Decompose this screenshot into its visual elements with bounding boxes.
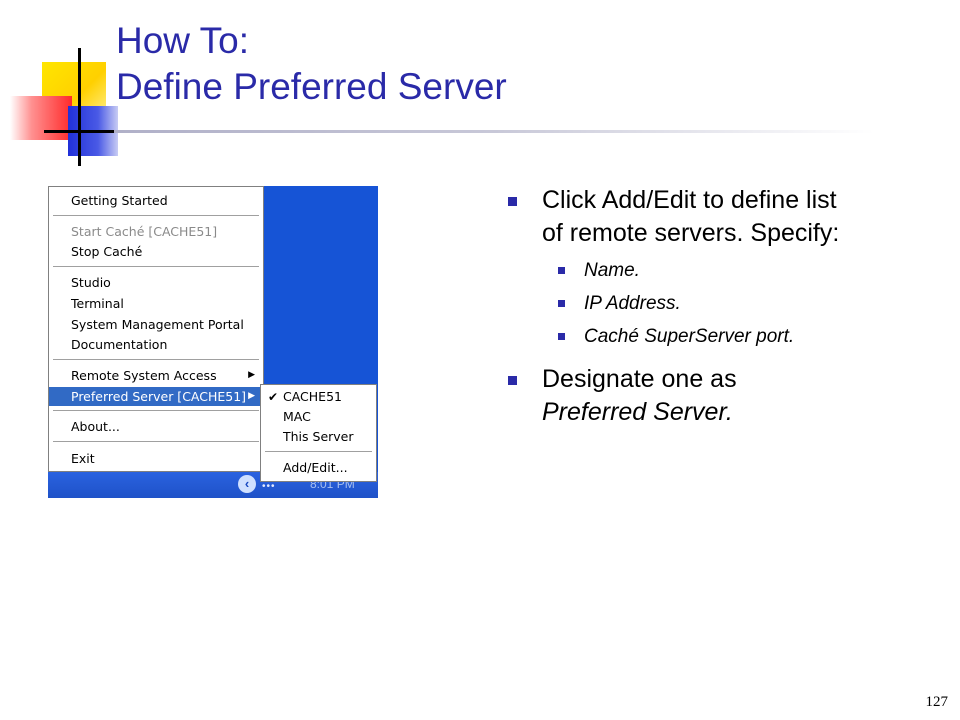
tray-cube-icon[interactable]: •••: [262, 481, 276, 492]
vertical-line-shape: [78, 48, 81, 166]
bullet-square-icon: [508, 376, 517, 385]
menu-separator: [53, 410, 259, 411]
checkmark-icon: ✔: [268, 390, 279, 404]
submenu-arrow-icon: ▶: [248, 391, 255, 401]
submenu-item-label: CACHE51: [283, 389, 342, 404]
menu-separator: [53, 215, 259, 216]
sub-bullet-text: Name.: [584, 260, 640, 281]
bullet-list: Click Add/Edit to define list of remote …: [504, 184, 944, 429]
submenu-item-label: This Server: [283, 429, 354, 444]
menu-item-start-cache[interactable]: Start Caché [CACHE51]: [49, 222, 263, 241]
menu-item-label: Getting Started: [71, 193, 168, 208]
slide-title-line2: Define Preferred Server: [116, 66, 507, 107]
submenu-item-label: MAC: [283, 409, 311, 424]
menu-item-exit[interactable]: Exit: [49, 449, 263, 468]
menu-item-label: System Management Portal: [71, 317, 244, 332]
submenu-item-cache51[interactable]: ✔ CACHE51: [261, 387, 376, 407]
menu-item-getting-started[interactable]: Getting Started: [49, 191, 263, 210]
submenu-item-this-server[interactable]: This Server: [261, 427, 376, 447]
bullet-square-icon: [558, 267, 565, 274]
menu-item-label: Preferred Server [CACHE51]: [71, 389, 247, 404]
bullet-text-italic: Preferred Server.: [542, 398, 733, 426]
submenu-item-label: Add/Edit...: [283, 460, 348, 475]
bullet-designate: Designate one as Preferred Server.: [504, 363, 944, 429]
sub-bullet-text: Caché SuperServer port.: [584, 326, 795, 347]
decorative-logo: [0, 0, 140, 170]
tray-expand-icon[interactable]: ‹: [238, 475, 256, 493]
title-divider: [114, 130, 874, 133]
menu-item-management-portal[interactable]: System Management Portal: [49, 315, 263, 334]
submenu-arrow-icon: ▶: [248, 370, 255, 380]
menu-screenshot: ‹ ••• 8:01 PM Getting Started Start Cach…: [48, 186, 378, 498]
menu-separator: [53, 441, 259, 442]
menu-item-remote-system-access[interactable]: Remote System Access ▶: [49, 366, 263, 385]
bullet-square-icon: [558, 300, 565, 307]
menu-item-label: Terminal: [71, 296, 124, 311]
submenu-item-mac[interactable]: MAC: [261, 407, 376, 427]
bullet-add-edit: Click Add/Edit to define list of remote …: [504, 184, 944, 250]
menu-item-terminal[interactable]: Terminal: [49, 294, 263, 313]
preferred-server-submenu: ✔ CACHE51 MAC This Server Add/Edit...: [260, 384, 377, 482]
slide-title: How To: Define Preferred Server: [116, 18, 507, 110]
sub-bullet-ip: IP Address.: [504, 291, 944, 316]
sub-bullet-port: Caché SuperServer port.: [504, 324, 944, 349]
menu-item-label: Documentation: [71, 337, 168, 352]
submenu-item-add-edit[interactable]: Add/Edit...: [261, 458, 376, 478]
horizontal-line-shape: [44, 130, 126, 133]
slide-title-line1: How To:: [116, 20, 249, 61]
menu-item-label: Studio: [71, 275, 111, 290]
cube-context-menu: Getting Started Start Caché [CACHE51] St…: [48, 186, 264, 472]
sub-bullet-name: Name.: [504, 258, 944, 283]
red-square-shape: [10, 96, 72, 140]
bullet-square-icon: [558, 333, 565, 340]
bullet-text: Click Add/Edit to define list: [542, 186, 837, 214]
menu-item-label: About...: [71, 419, 120, 434]
bullet-text: Designate one as: [542, 365, 737, 393]
menu-separator: [53, 266, 259, 267]
page-number: 127: [925, 694, 949, 710]
menu-item-label: Remote System Access: [71, 368, 217, 383]
menu-item-stop-cache[interactable]: Stop Caché: [49, 242, 263, 261]
menu-item-label: Stop Caché: [71, 244, 143, 259]
menu-item-preferred-server[interactable]: Preferred Server [CACHE51]▶: [49, 387, 263, 406]
bullet-text: of remote servers. Specify:: [542, 219, 840, 247]
sub-bullet-text: IP Address.: [584, 293, 681, 314]
menu-item-documentation[interactable]: Documentation: [49, 335, 263, 354]
submenu-separator: [265, 451, 372, 452]
bullet-square-icon: [508, 197, 517, 206]
menu-separator: [53, 359, 259, 360]
menu-item-label: Start Caché [CACHE51]: [71, 224, 218, 239]
menu-item-about[interactable]: About...: [49, 417, 263, 436]
menu-item-studio[interactable]: Studio: [49, 273, 263, 292]
menu-item-label: Exit: [71, 451, 95, 466]
